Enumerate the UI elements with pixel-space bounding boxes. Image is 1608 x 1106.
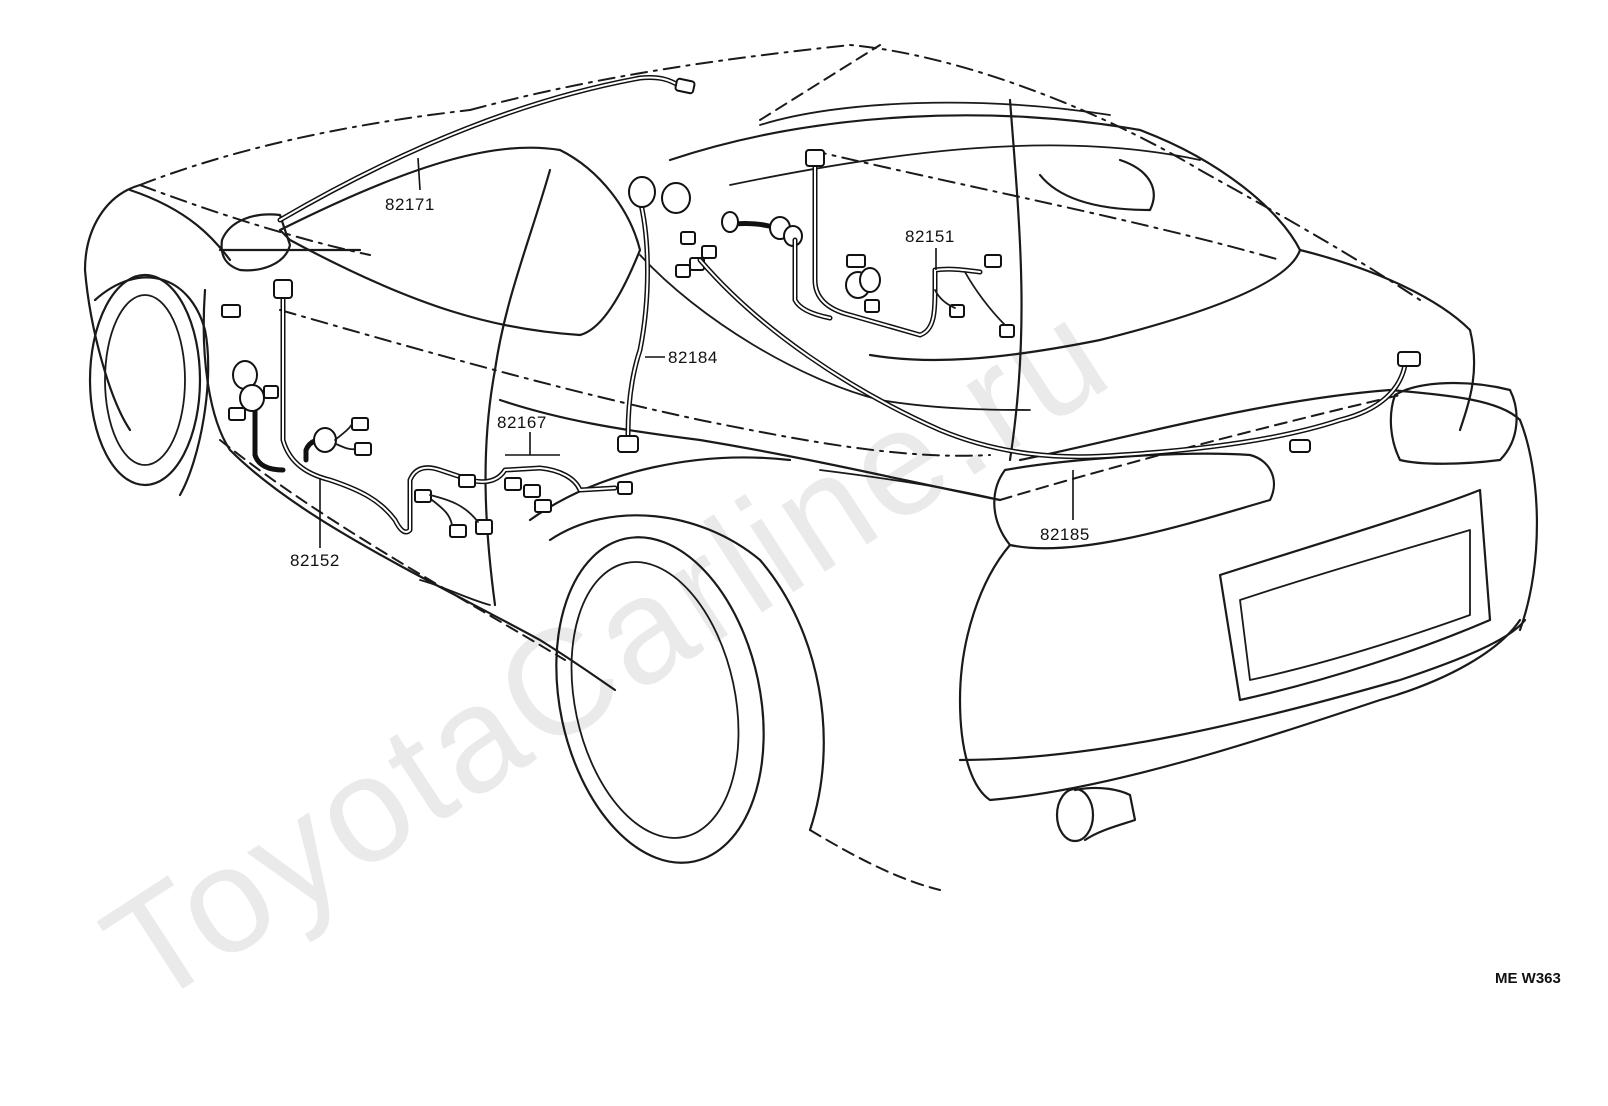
part-label-82171: 82171 <box>385 195 435 214</box>
wiring-harnesses <box>221 75 1421 538</box>
front-wheel <box>88 273 202 487</box>
drawing-code: ME W363 <box>1495 970 1561 987</box>
part-label-82151: 82151 <box>905 227 955 246</box>
exhaust-pipe <box>1055 787 1095 843</box>
license-plate-recess <box>1218 488 1492 702</box>
part-label-82167: 82167 <box>497 413 547 432</box>
part-label-82184: 82184 <box>668 348 718 367</box>
side-mirror <box>220 213 292 272</box>
part-label-82152: 82152 <box>290 551 340 570</box>
part-callouts: 82171 82151 82184 82167 82152 82185 ME W… <box>290 157 1561 987</box>
right-tail-lamp <box>1389 381 1518 465</box>
car-body <box>83 43 1539 891</box>
part-label-82185: 82185 <box>1040 525 1090 544</box>
rear-wheel <box>555 536 765 864</box>
